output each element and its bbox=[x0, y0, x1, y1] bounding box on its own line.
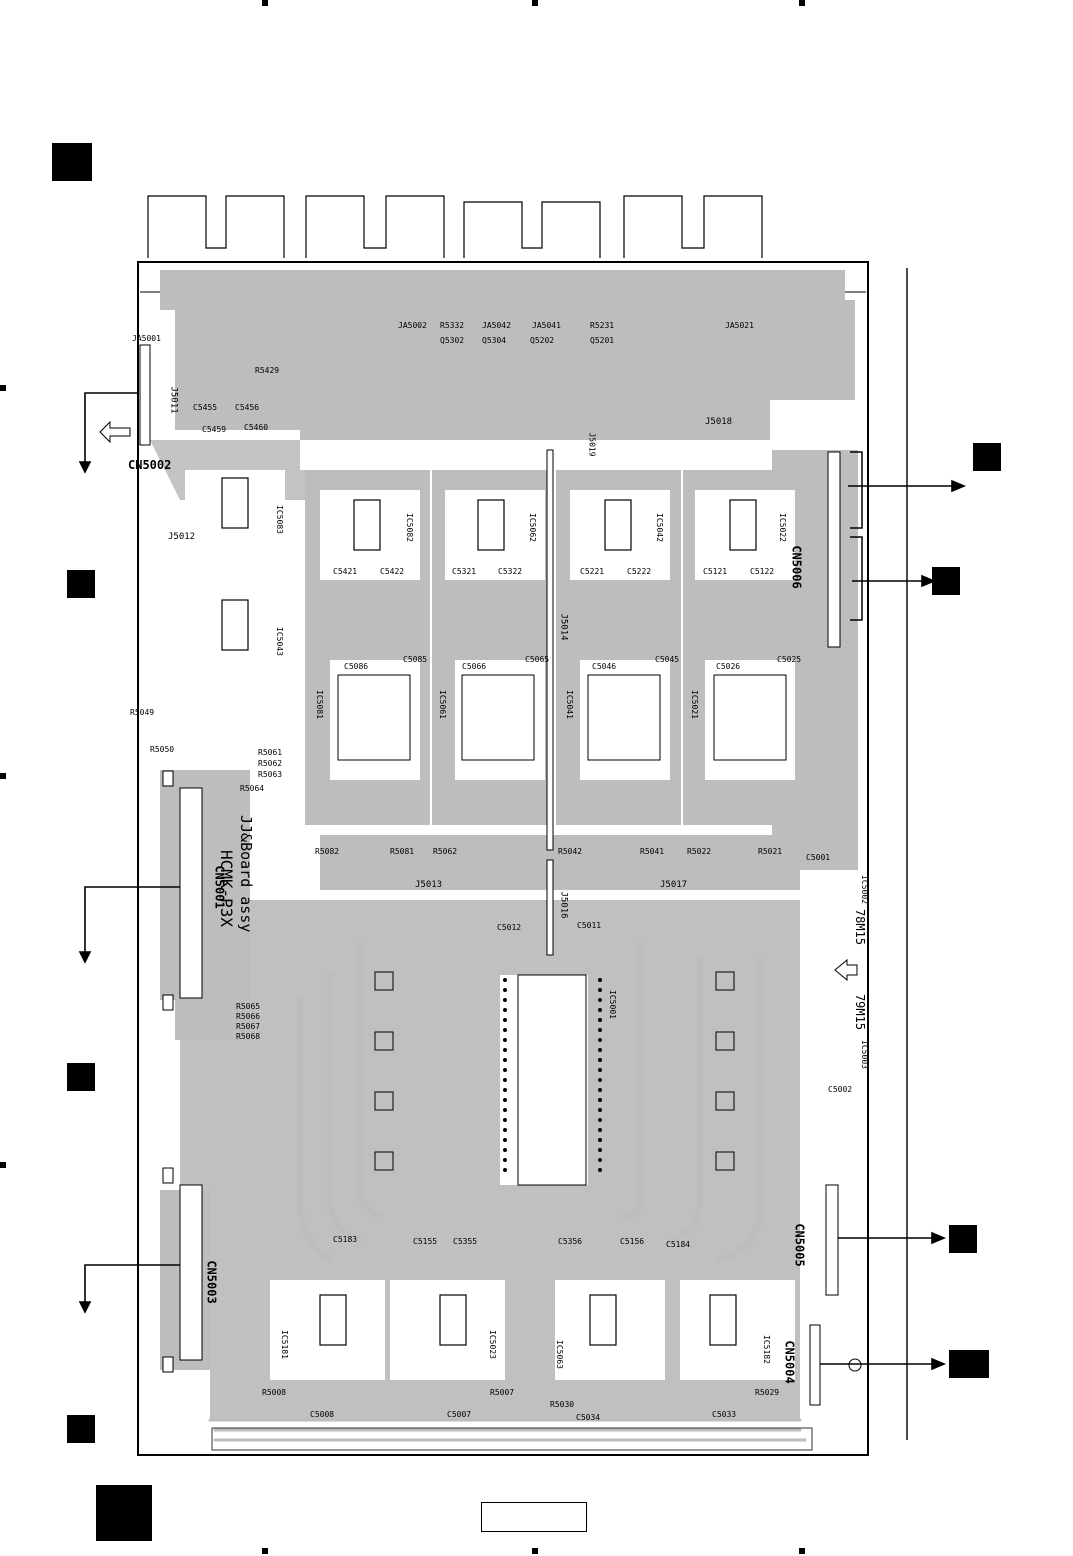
registration-mark bbox=[949, 1225, 977, 1253]
edge-tick bbox=[0, 1162, 6, 1168]
cn5001-body bbox=[179, 787, 203, 999]
edge-tick bbox=[799, 0, 805, 6]
edge-tick bbox=[262, 0, 268, 6]
cn5002-body bbox=[139, 344, 151, 446]
registration-mark bbox=[52, 143, 92, 181]
registration-mark bbox=[67, 570, 95, 598]
edge-tick bbox=[0, 385, 6, 391]
edge-tick bbox=[799, 1548, 805, 1554]
edge-tick bbox=[262, 1548, 268, 1554]
page-number-box bbox=[481, 1502, 587, 1532]
registration-mark bbox=[67, 1415, 95, 1443]
registration-mark bbox=[949, 1350, 989, 1378]
copper-top bbox=[160, 270, 855, 440]
ic5001-pins bbox=[503, 978, 602, 1172]
rca-jacks bbox=[147, 195, 763, 258]
registration-mark bbox=[67, 1063, 95, 1091]
cn5005-body bbox=[825, 1184, 839, 1296]
cn5003-body bbox=[179, 1184, 203, 1361]
edge-tick bbox=[532, 1548, 538, 1554]
cn5004-body bbox=[809, 1324, 821, 1406]
edge-tick bbox=[0, 773, 6, 779]
copper-lower-band bbox=[320, 835, 800, 890]
cn5006-body bbox=[827, 451, 841, 648]
registration-mark bbox=[96, 1485, 152, 1541]
registration-mark bbox=[932, 567, 960, 595]
registration-mark bbox=[973, 443, 1001, 471]
edge-tick bbox=[532, 0, 538, 6]
